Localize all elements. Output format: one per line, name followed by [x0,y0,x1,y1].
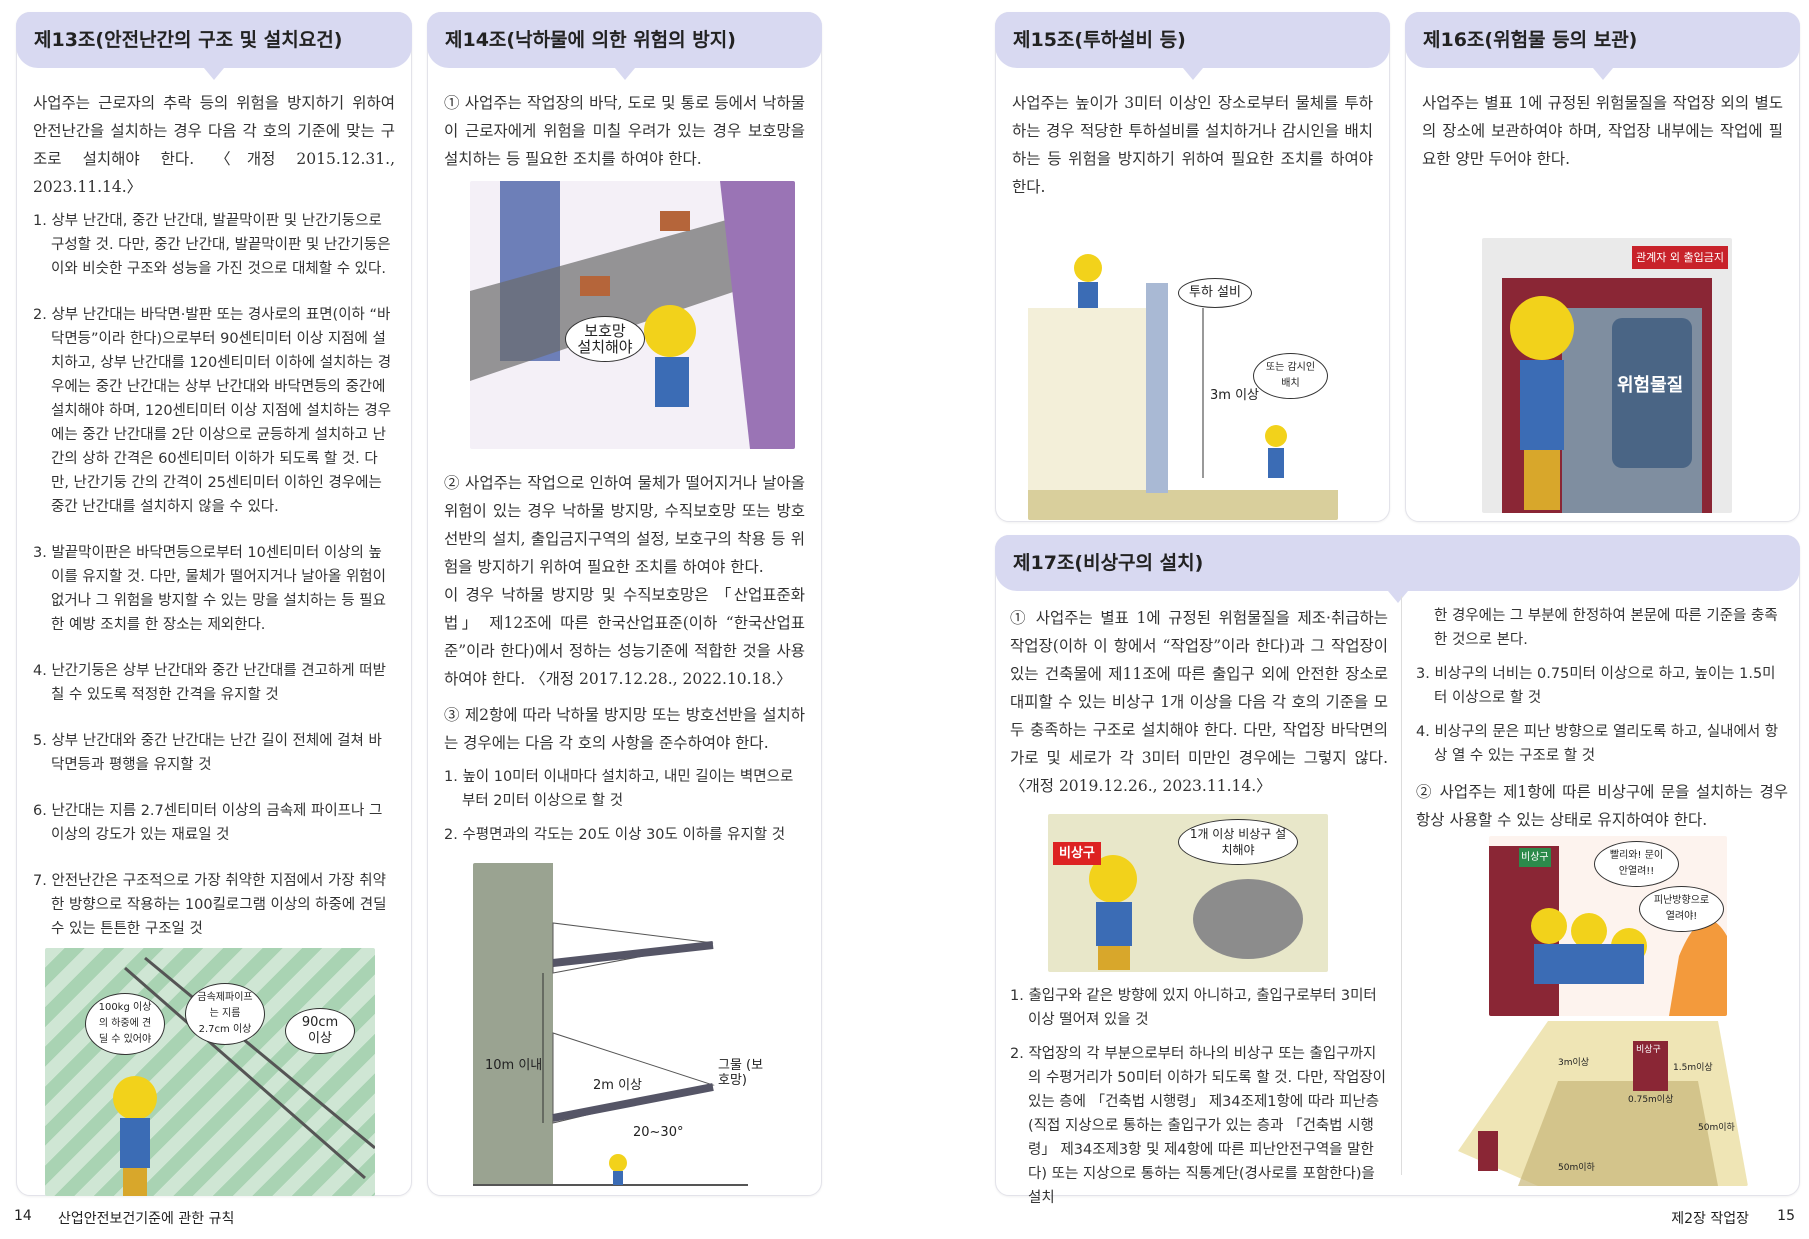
list-item: 3. 비상구의 너비는 0.75미터 이상으로 하고, 높이는 1.5미터 이상… [1416,666,1776,706]
article-15-card: 제15조(투하설비 등) 사업주는 높이가 3미터 이상인 장소로부터 물체를 … [995,12,1390,522]
list-item: 2. 작업장의 각 부분으로부터 하나의 비상구 또는 출입구까지의 수평거리가… [1010,1046,1387,1206]
article-17-title: 제17조(비상구의 설치) [995,535,1800,603]
article-14-para-4: ③ 제2항에 따라 낙하물 방지망 또는 방호선반을 설치하는 경우에는 다음 … [444,706,805,752]
angle-label: 20~30° [633,1125,684,1140]
chute-bubble: 투하 설비 [1178,278,1252,308]
right-page-number: 15 [1777,1208,1795,1224]
falling-objects-graphic [470,181,795,449]
article-14-title: 제14조(낙하물에 의한 위험의 방지) [427,12,822,80]
pipe-bubble: 금속제파이프는 지름 2.7cm 이상 [185,983,265,1045]
right-running-title: 제2장 작업장 [1671,1211,1749,1227]
list-item: 1. 높이 10미터 이내마다 설치하고, 내민 길이는 벽면으로부터 2미터 … [444,769,794,809]
list-item: 7. 안전난간은 구조적으로 가장 취약한 지점에서 가장 취약한 방향으로 작… [33,873,387,937]
width-label: 0.75m이상 [1628,1095,1674,1105]
distance-label: 50m이하 [1558,1163,1595,1173]
height-bubble: 90cm 이상 [285,1008,355,1054]
net-installation-diagram: 10m 이내 2m 이상 20~30° 그물 (보호망) [473,863,783,1193]
restricted-sign: 관계자 외 출입금지 [1632,246,1728,269]
exit-sign: 비상구 [1636,1045,1661,1055]
article-16-title: 제16조(위험물 등의 보관) [1405,12,1800,80]
list-item: 3. 발끝막이판은 바닥면등으로부터 10센티미터 이상의 높이를 유지할 것.… [33,545,386,633]
article-14-para-1: ① 사업주는 작업장의 바닥, 도로 및 통로 등에서 낙하물이 근로자에게 위… [444,94,805,168]
exit-distance-graphic [1458,1021,1748,1186]
chute-illustration: 투하 설비 3m 이상 또는 감시인 배치 [1028,238,1338,520]
article-14-para-2: ② 사업주는 작업으로 인하여 물체가 떨어지거나 날아올 위험이 있는 경우 … [444,474,805,576]
article-13-intro: 사업주는 근로자의 추락 등의 위험을 방지하기 위하여 안전난간을 설치하는 … [33,94,395,196]
height-label: 1.5m이상 [1673,1063,1713,1073]
list-item: 5. 상부 난간대와 중간 난간대는 난간 길이 전체에 걸쳐 바닥면등과 평행… [33,733,382,773]
storage-illustration: 관계자 외 출입금지 위험물질 [1482,238,1732,513]
chute-graphic [1028,254,1338,520]
article-15-title: 제15조(투하설비 등) [995,12,1390,80]
article-15-text: 사업주는 높이가 3미터 이상인 장소로부터 물체를 투하하는 경우 적당한 투… [1012,94,1373,196]
exit-graphic-1 [1089,855,1303,970]
load-bubble: 100kg 이상의 하중에 견딜 수 있어야 [85,993,165,1055]
article-14-card: 제14조(낙하물에 의한 위험의 방지) ① 사업주는 작업장의 바닥, 도로 … [427,12,822,1196]
article-16-card: 제16조(위험물 등의 보관) 사업주는 별표 1에 규정된 위험물질을 작업장… [1405,12,1800,522]
column-divider [1401,596,1402,1175]
net-diagram-graphic [473,863,748,1186]
height-label: 10m 이내 [485,1058,543,1073]
watch-bubble: 또는 감시인 배치 [1253,353,1328,399]
list-item: 1. 출입구와 같은 방향에 있지 아니하고, 출입구로부터 3미터 이상 떨어… [1010,988,1377,1028]
list-item-continued: 한 경우에는 그 부분에 한정하여 본문에 따른 기준을 충족한 것으로 본다. [1434,608,1778,648]
distance-label: 3m이상 [1558,1058,1590,1068]
exit-bubble: 1개 이상 비상구 설치해야 [1178,819,1298,865]
distance-label: 50m이하 [1698,1123,1735,1133]
article-17-para-2: ② 사업주는 제1항에 따른 비상구에 문을 설치하는 경우 항상 사용할 수 … [1416,783,1788,829]
exit-illustration-2: 비상구 빨리와! 문이 안열려!! 피난방향으로 열려야! [1489,836,1727,1016]
list-item: 6. 난간대는 지름 2.7센티미터 이상의 금속제 파이프나 그 이상의 강도… [33,803,383,843]
height-label: 3m 이상 [1210,388,1259,403]
exit-graphic-2 [1489,846,1727,1016]
left-running-title: 산업안전보건기준에 관한 규칙 [58,1211,235,1227]
left-page-number: 14 [14,1208,32,1224]
guardrail-stairs-illustration: 100kg 이상의 하중에 견딜 수 있어야 금속제파이프는 지름 2.7cm … [45,948,375,1196]
article-13-card: 제13조(안전난간의 구조 및 설치요건) 사업주는 근로자의 추락 등의 위험… [16,12,412,1196]
length-label: 2m 이상 [593,1078,642,1093]
exit-distance-diagram: 비상구 3m이상 1.5m이상 0.75m이상 50m이하 50m이하 [1458,1021,1748,1186]
article-16-text: 사업주는 별표 1에 규정된 위험물질을 작업장 외의 별도의 장소에 보관하여… [1422,94,1783,168]
exit-sign: 비상구 [1053,842,1101,865]
exit-illustration-1: 비상구 1개 이상 비상구 설치해야 [1048,814,1328,972]
article-17-para-1: ① 사업주는 별표 1에 규정된 위험물질을 제조·취급하는 작업장(이하 이 … [1010,609,1388,795]
exit-sign: 비상구 [1519,848,1551,867]
list-item: 4. 비상구의 문은 피난 방향으로 열리도록 하고, 실내에서 항상 열 수 … [1416,724,1779,764]
net-label: 그물 (보호망) [718,1058,764,1088]
safety-net-illustration: 보호망 설치해야 [470,181,795,449]
list-item: 1. 상부 난간대, 중간 난간대, 발끝막이판 및 난간기둥으로 구성할 것.… [33,213,391,277]
article-17-card: 제17조(비상구의 설치) ① 사업주는 별표 1에 규정된 위험물질을 제조·… [995,535,1800,1206]
list-item: 2. 수평면과의 각도는 20도 이상 30도 이하를 유지할 것 [444,827,786,843]
article-13-title: 제13조(안전난간의 구조 및 설치요건) [16,12,412,80]
drum-label: 위험물질 [1617,375,1684,396]
article-14-para-3: 이 경우 낙하물 방지망 및 수직보호망은 「산업표준화법」 제12조에 따른 … [444,586,806,688]
railing-graphic [113,956,375,1196]
panic-bubble: 빨리와! 문이 안열려!! [1594,841,1679,887]
list-item: 4. 난간기둥은 상부 난간대와 중간 난간대를 견고하게 떠받칠 수 있도록 … [33,663,386,703]
direction-bubble: 피난방향으로 열려야! [1639,886,1724,932]
net-bubble: 보호망 설치해야 [565,316,645,362]
list-item: 2. 상부 난간대는 바닥면·발판 또는 경사로의 표면(이하 “바닥면등”이라… [33,307,392,515]
storage-graphic [1502,278,1712,513]
